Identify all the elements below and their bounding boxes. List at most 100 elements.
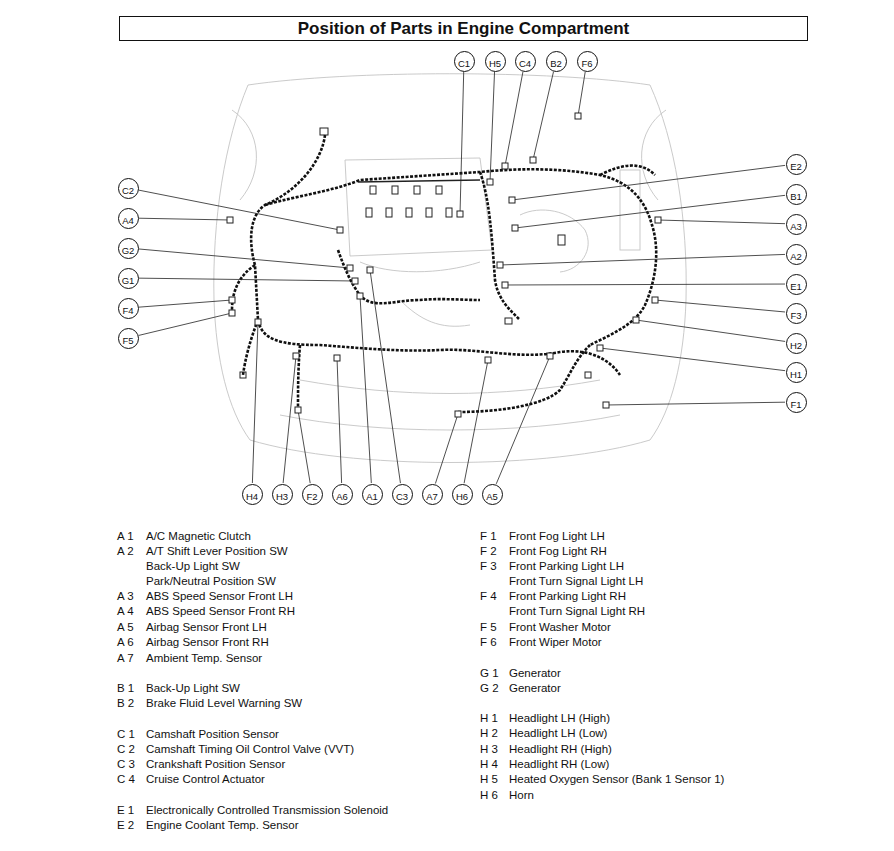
callout-number: H1	[790, 369, 802, 380]
legend-text: A 4	[117, 604, 134, 618]
callout-circle: E2	[786, 154, 807, 175]
connector	[229, 297, 235, 303]
wire-harness	[600, 166, 655, 175]
connector	[320, 128, 328, 135]
leader-line	[139, 278, 355, 281]
leader-line	[515, 195, 785, 228]
leader-line	[337, 358, 342, 483]
legend-text: Airbag Sensor Front LH	[146, 620, 267, 634]
callout-number: E1	[790, 281, 802, 292]
leader-line	[139, 313, 232, 335]
legend-text: F 2	[480, 544, 497, 558]
body-outline	[232, 110, 256, 200]
engine-block	[360, 262, 480, 272]
legend-text: G 2	[480, 681, 499, 695]
callout-number: C4	[519, 58, 531, 69]
leader-line	[512, 165, 785, 200]
callout-number: F3	[790, 310, 801, 321]
leader-line	[139, 249, 350, 268]
legend-text: C 2	[117, 742, 135, 756]
callout-circle: A1	[362, 484, 383, 505]
leader-line	[636, 320, 785, 341]
callout-number: B2	[550, 58, 562, 69]
legend-text: H 4	[480, 757, 498, 771]
connector	[497, 262, 503, 268]
leader-line	[490, 72, 495, 182]
callout-number: F4	[122, 305, 133, 316]
injector	[366, 208, 372, 217]
legend-text: B 2	[117, 696, 134, 710]
callout-circle: C1	[454, 51, 475, 72]
legend-text: E 1	[117, 803, 134, 817]
legend-text: A 3	[117, 589, 134, 603]
legend-text: Front Parking Light RH	[509, 589, 626, 603]
legend-text: C 3	[117, 757, 135, 771]
legend-text: Front Parking Light LH	[509, 559, 624, 573]
callout-circle: F6	[577, 51, 598, 72]
leader-line	[533, 72, 554, 160]
legend-text: Headlight RH (High)	[509, 742, 612, 756]
leader-line	[600, 348, 785, 371]
title-box: Position of Parts in Engine Compartment	[119, 16, 808, 41]
connector	[597, 345, 603, 351]
legend-text: F 5	[480, 620, 497, 634]
injector	[392, 186, 398, 194]
legend-text: H 6	[480, 788, 498, 802]
connector	[357, 293, 363, 299]
callout-circle: H6	[452, 484, 473, 505]
leader-line	[496, 356, 550, 484]
wire-harness	[243, 320, 258, 375]
leader-line	[139, 190, 340, 230]
callout-circle: E1	[786, 274, 807, 295]
callout-circle: B1	[786, 184, 807, 205]
legend-text: Airbag Sensor Front RH	[146, 635, 269, 649]
callout-number: C2	[122, 185, 134, 196]
connector	[633, 317, 639, 323]
leader-line	[435, 414, 458, 484]
callout-number: A3	[790, 221, 802, 232]
leader-line	[606, 402, 785, 405]
body-outline	[300, 380, 600, 394]
leader-line	[283, 356, 296, 483]
body-outline	[248, 74, 650, 85]
legend-text: Brake Fluid Level Warning SW	[146, 696, 302, 710]
legend-text: A 6	[117, 635, 134, 649]
leader-line	[139, 218, 230, 220]
legend-text: Electronically Controlled Transmission S…	[146, 803, 388, 817]
connector	[512, 225, 518, 231]
legend-text: Engine Coolant Temp. Sensor	[146, 818, 299, 832]
legend-text: A 2	[117, 544, 134, 558]
connector	[530, 157, 536, 163]
legend-text: Camshaft Position Sensor	[146, 727, 279, 741]
legend-text: Front Washer Motor	[509, 620, 611, 634]
body-outline	[280, 415, 620, 430]
injector	[426, 208, 432, 217]
body-outline	[250, 440, 650, 463]
callout-number: G1	[122, 275, 135, 286]
legend-text: C 1	[117, 727, 135, 741]
legend-text: C 4	[117, 772, 135, 786]
connector	[487, 179, 493, 185]
connector	[558, 235, 565, 245]
injector	[436, 186, 442, 194]
legend-text: Back-Up Light SW	[146, 559, 240, 573]
leader-line	[658, 220, 785, 224]
body-outline	[650, 85, 686, 440]
callout-circle: C2	[118, 178, 139, 199]
callout-number: F1	[790, 399, 801, 410]
callout-number: A5	[486, 491, 498, 502]
wire-harness	[480, 172, 520, 320]
legend-text: H 1	[480, 711, 498, 725]
connector	[293, 353, 299, 359]
connector	[655, 217, 661, 223]
connector	[367, 267, 373, 273]
leader-line	[464, 360, 488, 483]
connector	[603, 402, 609, 408]
callout-circle: F2	[302, 484, 323, 505]
body-outline	[400, 300, 470, 326]
injector	[370, 186, 376, 194]
callout-number: C3	[396, 491, 408, 502]
connector	[455, 411, 461, 417]
fuel-rail	[358, 180, 480, 182]
callout-circle: A7	[422, 484, 443, 505]
